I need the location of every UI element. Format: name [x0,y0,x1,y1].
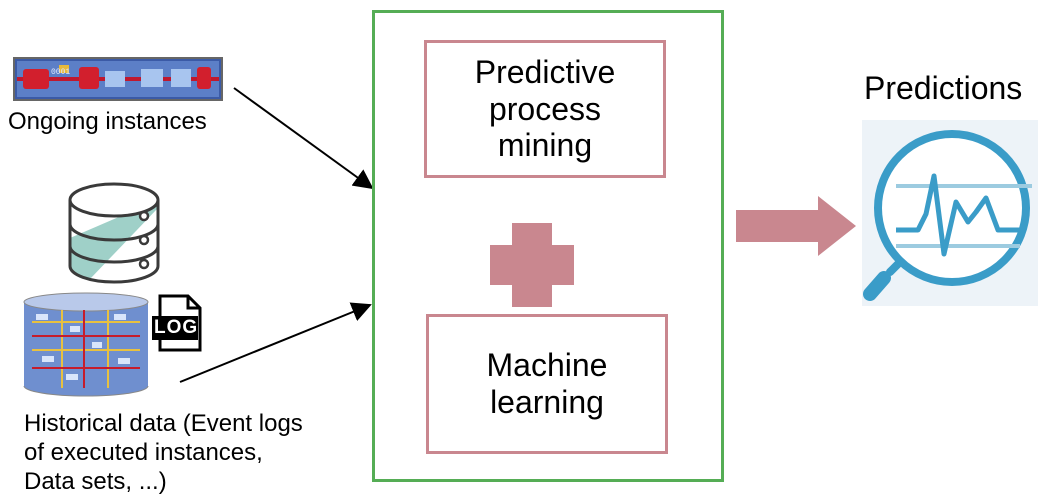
log-badge-text: LOG [154,317,199,338]
magnifier-chart-icon [860,118,1040,308]
ongoing-instances-label: Ongoing instances [8,108,207,135]
database-icon [64,178,164,288]
predictive-process-mining-box: Predictive process mining [424,40,666,178]
predictions-title: Predictions [864,70,1023,106]
svg-text:0001: 0001 [51,68,70,77]
event-log-cylinder-image [22,292,150,398]
plus-icon [490,223,574,307]
arrow-ongoing-to-center [233,87,374,190]
ongoing-instances-image: 0001 [13,57,223,101]
central-frame [372,10,724,482]
log-file-icon: LOG [150,294,204,352]
output-arrow-icon [734,196,858,256]
historical-data-label: Historical data (Event logs of executed … [24,410,303,495]
machine-learning-box: Machine learning [426,314,668,454]
arrow-historical-to-center [179,302,372,383]
